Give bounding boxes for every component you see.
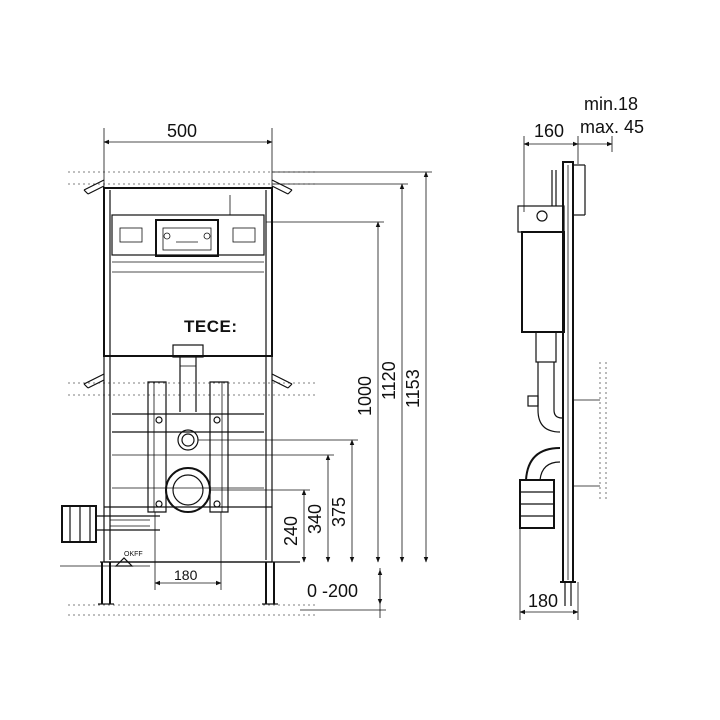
height-dimension-375 bbox=[198, 439, 358, 563]
adjust-label: 0 -200 bbox=[307, 581, 358, 601]
width-dimension bbox=[103, 128, 273, 188]
height-label-1153: 1153 bbox=[403, 369, 423, 408]
height-dimension-340 bbox=[228, 454, 334, 563]
min-label: min.18 bbox=[584, 94, 638, 114]
height-label-240: 240 bbox=[281, 516, 301, 546]
width-label: 500 bbox=[167, 121, 197, 141]
side-flush-pipe bbox=[527, 362, 563, 433]
depth-dimension bbox=[523, 136, 579, 212]
wall-bracket-top-right bbox=[271, 179, 293, 195]
height-label-1120: 1120 bbox=[379, 361, 399, 400]
brand-label: TECE: bbox=[184, 317, 238, 336]
height-label-1000: 1000 bbox=[355, 376, 375, 416]
wall-bracket-top-left bbox=[83, 179, 105, 195]
side-outlet-elbow bbox=[519, 447, 561, 529]
bottom-width-dimension bbox=[154, 512, 222, 590]
okff-marker bbox=[60, 557, 300, 567]
height-dimension-240 bbox=[210, 489, 310, 563]
waste-outlet bbox=[165, 467, 211, 513]
cistern bbox=[111, 195, 265, 273]
pan-support-frame bbox=[112, 381, 264, 513]
bottom-width-label: 180 bbox=[174, 567, 198, 583]
flush-pipe bbox=[172, 344, 204, 412]
adjust-dimension bbox=[300, 568, 386, 618]
height-dimension-1120 bbox=[272, 183, 408, 563]
side-view: 160 min.18 max. 45 bbox=[517, 94, 644, 620]
wall-bracket-mid-left bbox=[83, 373, 105, 389]
floor-hatch bbox=[68, 604, 318, 616]
wall-hatch-top bbox=[68, 171, 318, 185]
height-label-375: 375 bbox=[329, 497, 349, 527]
drain-pipe-bend bbox=[61, 505, 160, 543]
water-inlet bbox=[177, 429, 199, 451]
side-wall-hatch bbox=[573, 362, 607, 500]
wall-bracket-mid-right bbox=[271, 373, 293, 389]
height-dimension-1153 bbox=[272, 171, 432, 563]
height-label-340: 340 bbox=[305, 504, 325, 534]
wall-distance-dimension bbox=[578, 136, 613, 152]
side-cistern bbox=[517, 170, 565, 363]
bottom-depth-label: 180 bbox=[528, 591, 558, 611]
bottom-depth-dimension bbox=[519, 528, 579, 620]
side-frame-post bbox=[562, 161, 586, 583]
height-dimension-1000 bbox=[266, 221, 384, 563]
max-label: max. 45 bbox=[580, 117, 644, 137]
depth-label: 160 bbox=[534, 121, 564, 141]
front-view: TECE: bbox=[60, 121, 432, 618]
okff-label: OKFF bbox=[124, 551, 143, 558]
side-foot bbox=[560, 581, 576, 606]
